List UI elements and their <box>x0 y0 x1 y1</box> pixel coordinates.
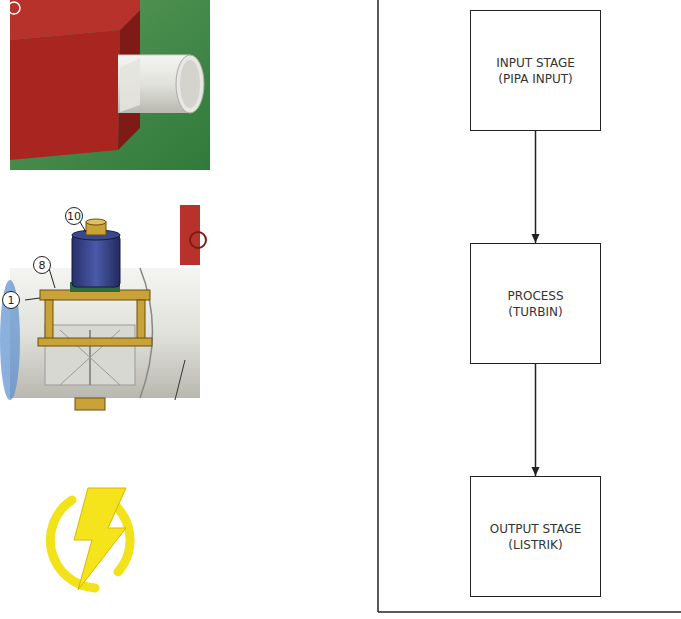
panel-frame <box>377 0 379 612</box>
flow-arrow <box>535 364 537 476</box>
callout-number: 8 <box>33 256 51 274</box>
process-box: INPUT STAGE(PIPA INPUT) <box>470 10 601 131</box>
box-text: PROCESS <box>507 288 563 304</box>
box-text: OUTPUT STAGE <box>490 521 582 537</box>
turbine-assembly <box>0 205 206 410</box>
box-text: INPUT STAGE <box>496 55 575 71</box>
callout-number: 1 <box>2 291 20 309</box>
flow-arrow <box>535 131 537 243</box>
callout-number: 10 <box>65 207 83 225</box>
process-box: OUTPUT STAGE(LISTRIK) <box>470 476 601 597</box>
process-box: PROCESS(TURBIN) <box>470 243 601 364</box>
box-text: (PIPA INPUT) <box>498 71 573 87</box>
box-text: (TURBIN) <box>508 304 563 320</box>
box-text: (LISTRIK) <box>508 537 562 553</box>
panel-frame <box>378 611 681 613</box>
electricity-icon <box>50 488 130 590</box>
input-pipe-render <box>8 0 210 170</box>
